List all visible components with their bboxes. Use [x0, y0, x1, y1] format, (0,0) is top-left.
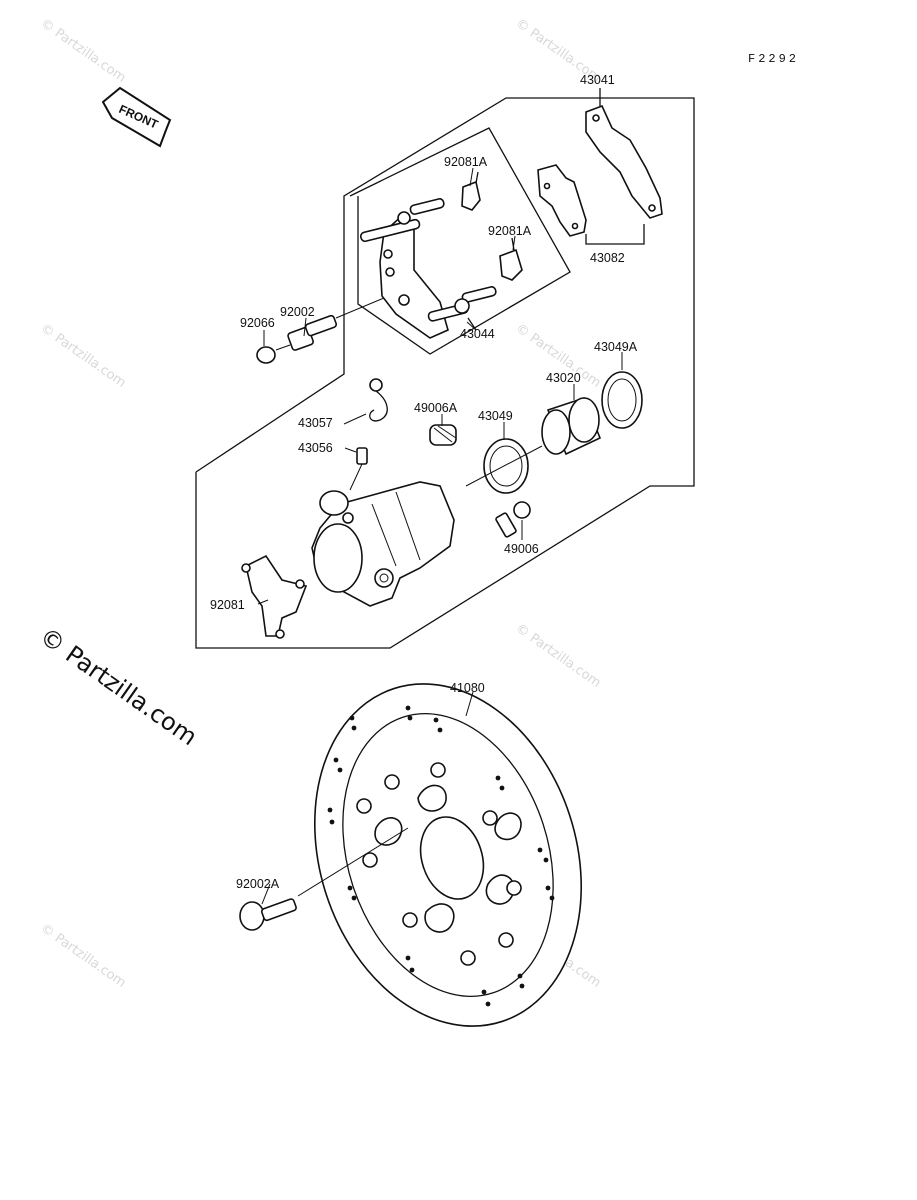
caliper-bracket-43044	[359, 198, 497, 339]
seal-43049	[483, 438, 529, 494]
disc-bolt-92002a	[239, 827, 409, 931]
brake-disc-41080	[313, 683, 583, 1027]
label-43049: 43049	[478, 409, 513, 423]
brake-pad-43082	[537, 164, 587, 237]
pad-spring-92081a-mid	[499, 237, 523, 281]
watermark-tile: © Partzilla.com	[513, 621, 604, 691]
label-92081a-mid: 92081A	[488, 224, 532, 238]
watermark-main: © Partzilla.com	[35, 622, 203, 751]
piston-43020	[465, 397, 602, 487]
label-92081a-top: 92081A	[444, 155, 488, 169]
leader-lines	[257, 167, 623, 905]
figure-code: F2292	[748, 52, 799, 66]
pad-spring-92081	[241, 554, 308, 639]
leader-43082	[585, 224, 645, 245]
label-43049a: 43049A	[594, 340, 638, 354]
front-arrow: FRONT	[101, 86, 172, 148]
bracket-subassembly-frame	[349, 127, 571, 355]
caliper-body	[311, 481, 455, 607]
label-49006a: 49006A	[414, 401, 458, 415]
bleeder-43056	[349, 447, 368, 491]
pad-spring-92081a-top	[461, 171, 481, 211]
watermark-tile: © Partzilla.com	[38, 16, 129, 86]
label-43056: 43056	[298, 441, 333, 455]
label-43082: 43082	[590, 251, 625, 265]
label-43020: 43020	[546, 371, 581, 385]
brake-pad-43041	[585, 104, 663, 219]
spring-49006a	[429, 424, 457, 446]
label-92002a: 92002A	[236, 877, 280, 891]
label-92002: 92002	[280, 305, 315, 319]
part-labels: 43041 92081A 92081A 43082 92002 92066 43…	[210, 73, 638, 891]
label-43041: 43041	[580, 73, 615, 87]
bolt-92002	[287, 297, 385, 351]
label-41080: 41080	[450, 681, 485, 695]
label-43057: 43057	[298, 416, 333, 430]
label-49006: 49006	[504, 542, 539, 556]
dust-seal-43049a	[601, 371, 643, 429]
bleeder-49006	[495, 501, 531, 538]
bleed-cap-43057	[369, 378, 388, 422]
watermark-tile: © Partzilla.com	[38, 921, 129, 991]
cap-92066	[256, 344, 291, 364]
caliper-assembly-frame	[195, 97, 695, 649]
watermark-tile: © Partzilla.com	[38, 321, 129, 391]
label-43044: 43044	[460, 327, 495, 341]
label-92066: 92066	[240, 316, 275, 330]
label-92081: 92081	[210, 598, 245, 612]
